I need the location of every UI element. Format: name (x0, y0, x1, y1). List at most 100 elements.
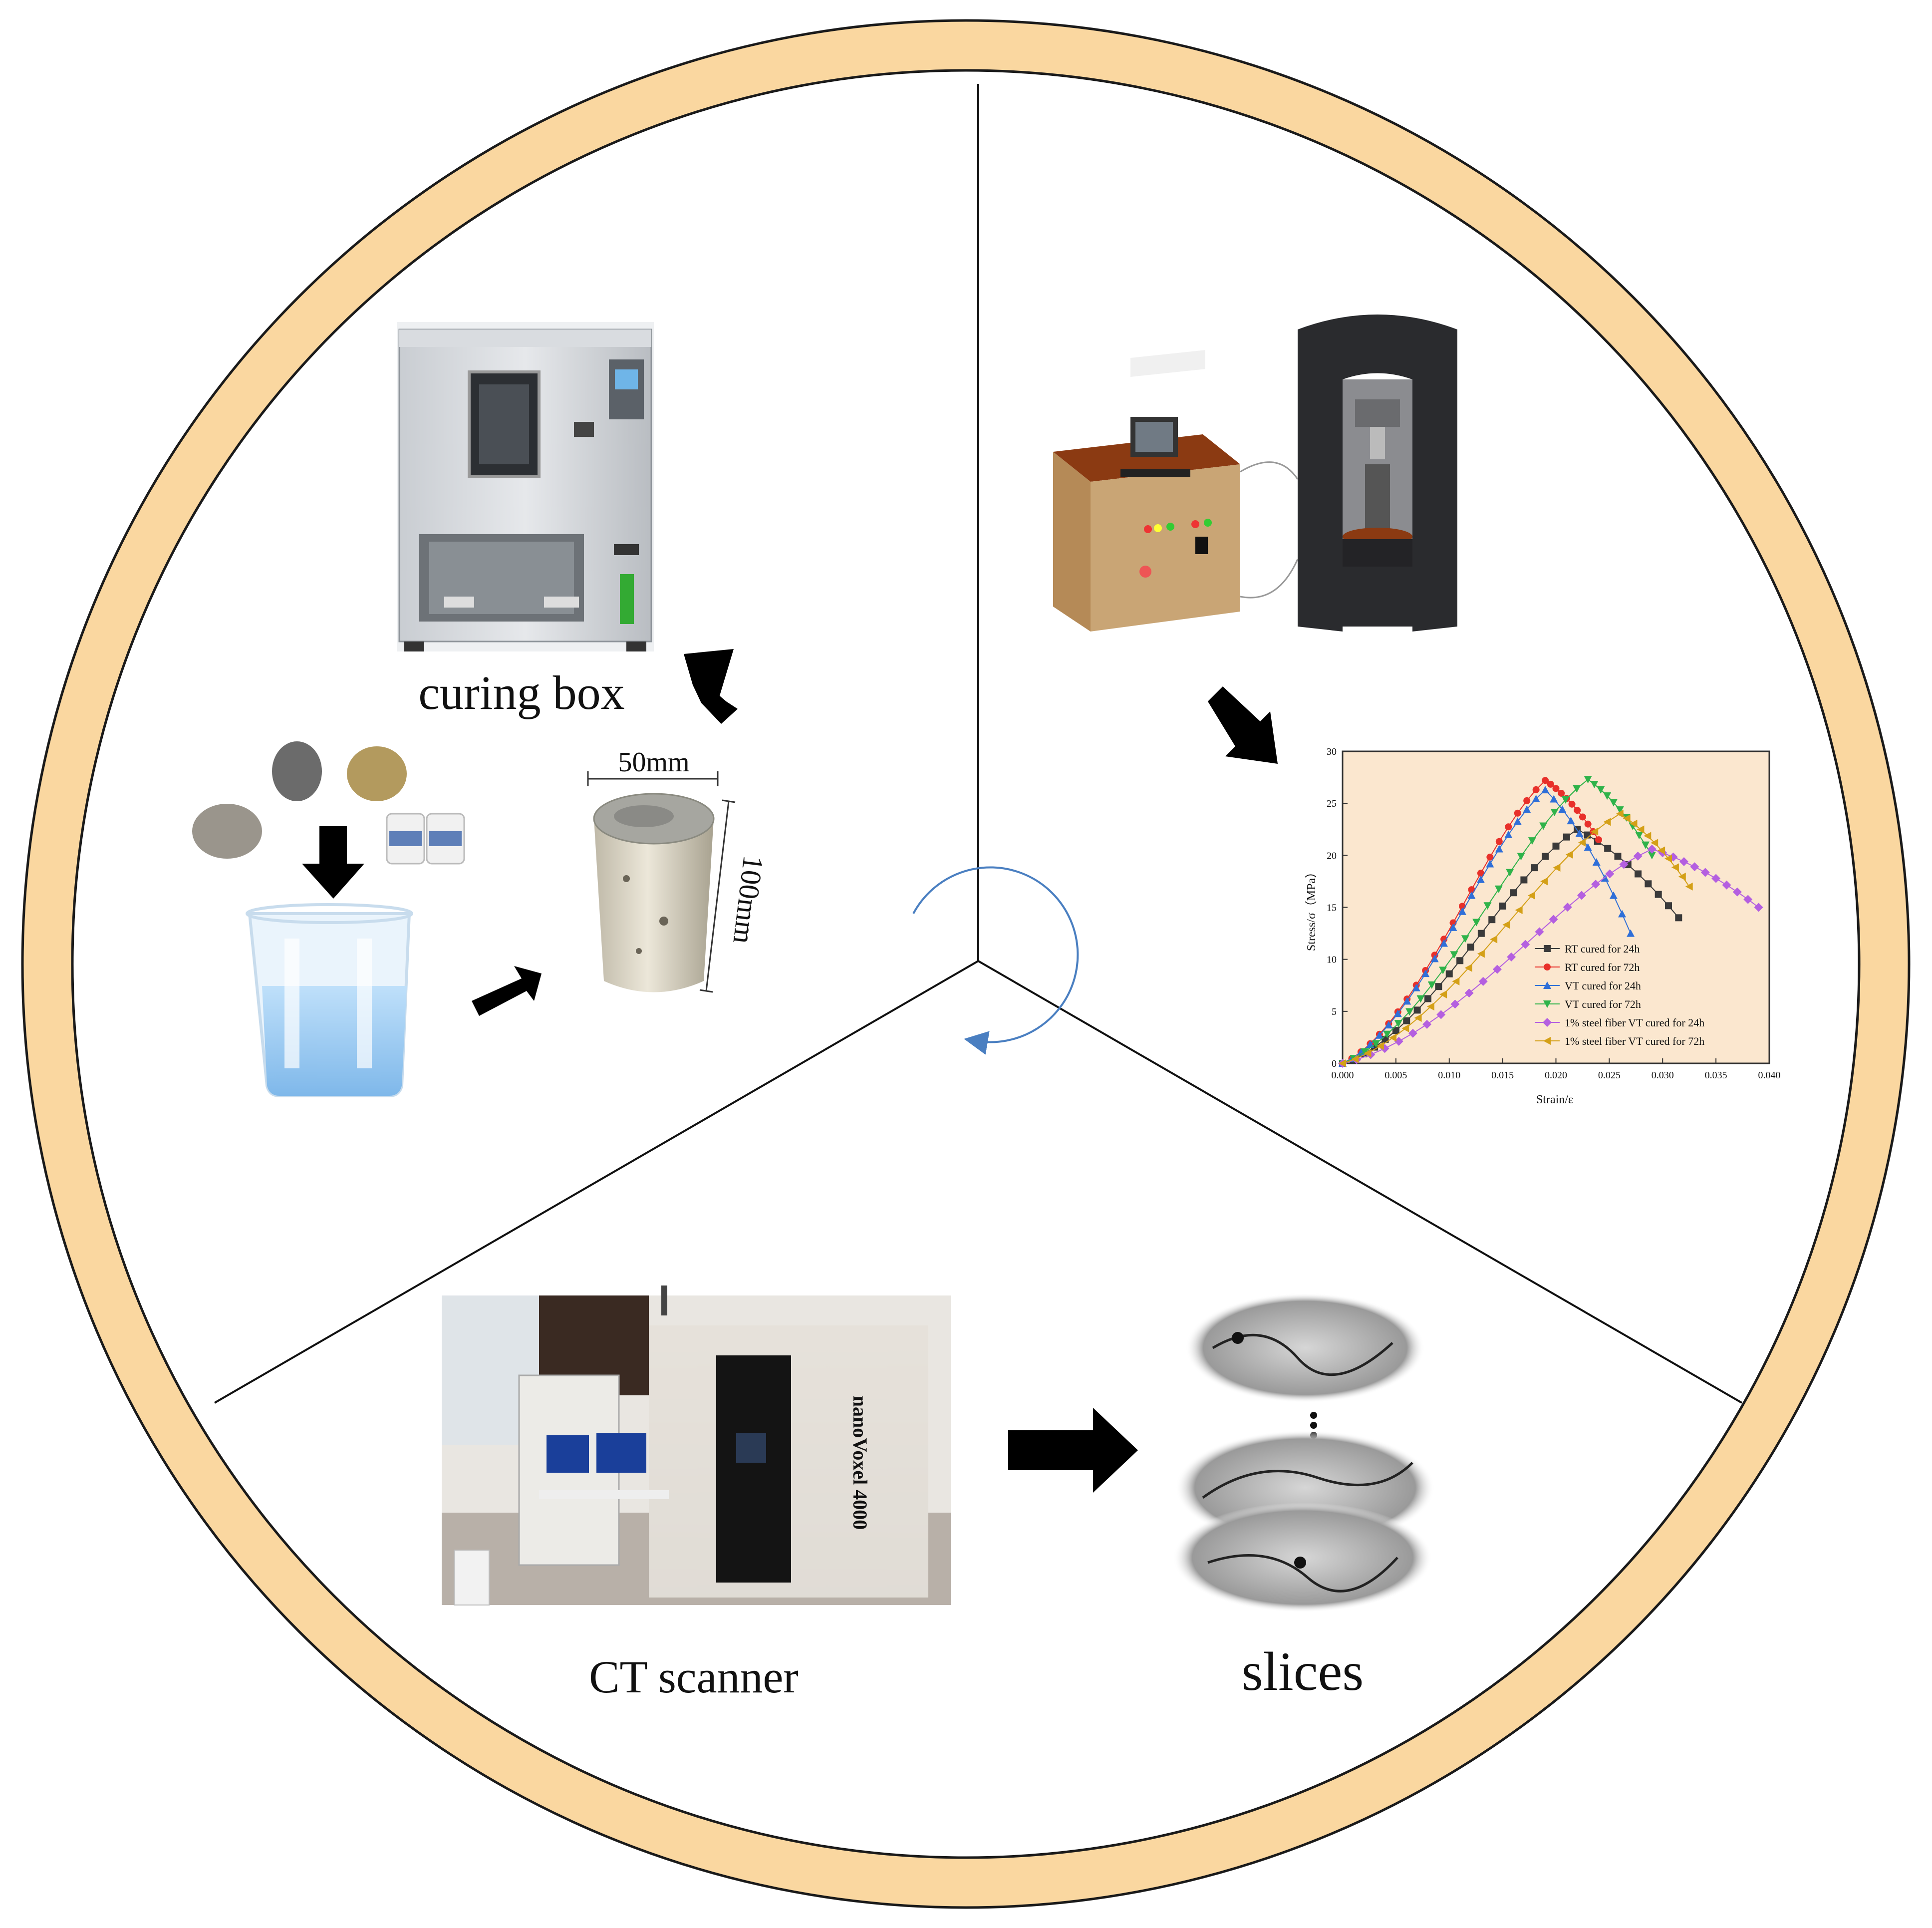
data-point (1573, 785, 1581, 793)
x-tick-label: 0.005 (1384, 1070, 1407, 1081)
control-cabinet-front (1091, 464, 1240, 632)
data-point (1478, 976, 1488, 986)
data-point (1426, 1002, 1434, 1011)
data-point (1486, 853, 1494, 861)
data-point (1618, 910, 1627, 918)
data-point (1361, 1048, 1369, 1056)
data-point (1424, 995, 1431, 1002)
arrow-materials-to-beaker (302, 826, 364, 899)
data-point (1609, 891, 1618, 899)
loading-frame (1298, 315, 1457, 632)
data-point (1504, 830, 1513, 838)
data-point (1514, 809, 1521, 817)
data-point (1549, 915, 1558, 924)
data-point (1476, 875, 1485, 883)
data-point (1630, 819, 1638, 828)
data-point (1357, 1048, 1365, 1056)
data-point (1627, 929, 1635, 937)
ct-scanner-image: nanoVoxel 4000 (442, 1285, 951, 1606)
data-point (1563, 903, 1572, 912)
x-axis-label: Strain/ε (1536, 1093, 1573, 1106)
data-point (1558, 805, 1567, 813)
data-point (1711, 874, 1721, 883)
data-point (1563, 833, 1570, 841)
arrow-machine-to-chart (1208, 686, 1278, 764)
data-point (1651, 839, 1658, 847)
divider-right (977, 960, 1743, 1404)
data-point (1553, 864, 1561, 872)
rotation-arrow (912, 866, 1079, 1055)
data-point (1490, 935, 1498, 944)
data-point (1535, 927, 1544, 937)
data-point (1488, 916, 1496, 924)
x-tick-label: 0.020 (1545, 1070, 1567, 1081)
data-point (1685, 882, 1693, 891)
data-point (1619, 860, 1629, 869)
slices-label: slices (1242, 1641, 1364, 1702)
data-point (1456, 957, 1464, 964)
y-tick-label: 20 (1327, 850, 1337, 861)
data-point (1364, 1049, 1372, 1057)
data-point (1552, 785, 1560, 792)
data-point (1393, 1009, 1402, 1017)
series-6 (1339, 810, 1693, 1067)
data-point (1597, 786, 1605, 794)
data-point (1528, 837, 1536, 845)
data-point (1732, 887, 1742, 897)
data-point (1450, 999, 1460, 1009)
data-point (1595, 836, 1602, 844)
series-4 (1339, 776, 1656, 1067)
data-point (1472, 919, 1481, 927)
data-point (1642, 841, 1650, 849)
sand-pile (347, 746, 407, 801)
data-point (1675, 914, 1682, 922)
data-point (1416, 995, 1425, 1003)
legend-label: 1% steel fiber VT cured for 72h (1565, 1035, 1704, 1047)
data-point (1458, 907, 1466, 915)
data-point (1521, 940, 1530, 949)
divider-left (214, 960, 979, 1404)
data-point (1375, 1031, 1383, 1039)
x-tick-label: 0.040 (1758, 1070, 1781, 1081)
data-point (1542, 777, 1549, 784)
data-point (1550, 808, 1559, 816)
y-tick-label: 5 (1332, 1006, 1337, 1017)
diameter-dimension (587, 771, 719, 786)
data-point (1520, 876, 1528, 884)
data-point (1513, 817, 1522, 825)
x-tick-label: 0.035 (1705, 1070, 1727, 1081)
data-point (1645, 880, 1652, 888)
data-point (1679, 857, 1688, 867)
data-point (1678, 873, 1686, 881)
data-point (1655, 891, 1662, 898)
ct-scanner-label: CT scanner (589, 1651, 799, 1702)
data-point (1541, 786, 1550, 794)
data-point (1584, 820, 1592, 828)
data-point (1477, 870, 1484, 877)
control-cabinet-side (1053, 452, 1091, 632)
data-point (1591, 880, 1601, 889)
data-point (1665, 902, 1672, 910)
arrow-to-curing-box (684, 649, 738, 724)
x-tick-label: 0.010 (1438, 1070, 1460, 1081)
data-point (1635, 832, 1644, 840)
data-point (1464, 988, 1474, 998)
data-point (1584, 843, 1592, 851)
data-point (1439, 966, 1447, 974)
data-point (1502, 921, 1510, 929)
data-point (1574, 807, 1581, 814)
data-point (1392, 1027, 1399, 1034)
data-point (1743, 895, 1753, 904)
data-point (1616, 806, 1624, 814)
data-point (1578, 838, 1586, 847)
data-point (1421, 969, 1430, 977)
data-point (1700, 868, 1710, 877)
data-point (1384, 1021, 1393, 1029)
data-point (1445, 970, 1453, 977)
data-point (1372, 1040, 1380, 1048)
data-point (1558, 789, 1565, 797)
arrow-beaker-to-specimen (472, 966, 542, 1016)
data-point (1603, 792, 1612, 800)
ct-slice-top (1185, 1293, 1425, 1403)
